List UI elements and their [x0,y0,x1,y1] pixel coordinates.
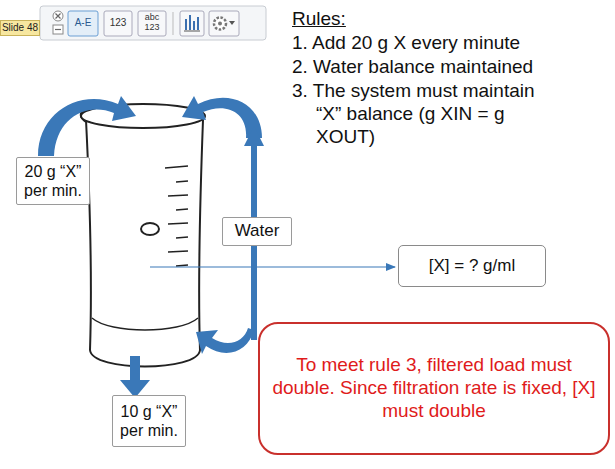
node-text: [X] = ? g/ml [429,256,515,276]
flow-out-box: 10 g “X” per min. [112,395,186,447]
node-text: To meet rule 3, filtered load must doubl… [272,354,596,422]
beaker [81,104,205,367]
toolbar [40,6,266,40]
flow-in-box: 20 g “X” per min. [16,157,90,205]
rule-text: 1. Add 20 g X every minute [292,32,602,55]
rules-heading: Rules: [292,8,592,31]
slide-tag: Slide 48 [0,20,40,36]
flow-arrows [38,96,264,398]
leader-line [150,266,395,267]
rule-text: 2. Water balance maintained [292,56,602,79]
explanation-box: To meet rule 3, filtered load must doubl… [258,322,610,455]
concentration-box: [X] = ? g/ml [398,245,546,287]
water-box: Water [222,217,292,246]
button-label: abc 123 [138,12,166,33]
button-label: 123 [104,17,132,29]
node-text: 10 g “X” per min. [117,402,181,440]
button-label: A-E [68,17,98,29]
rule-text: 3. The system must maintain “X” balance … [292,80,564,148]
node-text: Water [235,221,280,241]
node-text: 20 g “X” per min. [21,162,85,200]
